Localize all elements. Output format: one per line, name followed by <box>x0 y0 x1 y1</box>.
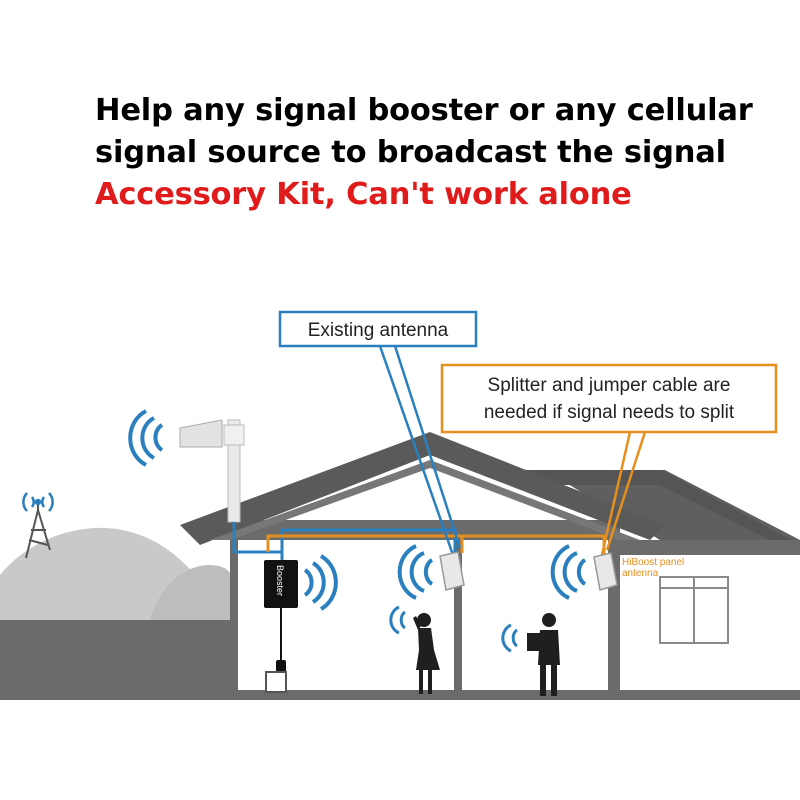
headline-line-3: Accessory Kit, Can't work alone <box>95 177 632 212</box>
callout-leaders <box>378 345 647 556</box>
existing-antenna-callout: Existing antenna <box>278 310 478 348</box>
splitter-callout: Splitter and jumper cable are needed if … <box>440 363 778 434</box>
hills <box>0 527 232 620</box>
booster: Booster <box>264 560 298 693</box>
headline-line-1: Help any signal booster or any cellular <box>95 93 753 128</box>
splitter-callout-line-2: needed if signal needs to split <box>484 402 735 423</box>
man-with-tablet-icon <box>527 613 560 696</box>
booster-label: Booster <box>275 565 285 596</box>
panel-antenna-icon <box>593 552 618 591</box>
headline: Help any signal booster or any cellular … <box>95 90 785 216</box>
cell-tower-icon <box>25 500 51 559</box>
roof <box>180 432 665 545</box>
woman-on-phone-icon <box>413 613 440 694</box>
main-house <box>230 520 620 700</box>
panel-antenna-label-1: HiBoost panel <box>622 557 684 568</box>
tower-signal-icon <box>22 492 54 512</box>
window <box>659 576 729 644</box>
outdoor-antenna <box>179 419 245 523</box>
man-signal-icon <box>501 623 518 653</box>
existing-antenna-callout-text: Existing antenna <box>308 320 449 341</box>
outdoor-antenna-signal-icon <box>128 409 164 467</box>
headline-line-2: signal source to broadcast the signal <box>95 135 726 170</box>
woman-signal-icon <box>389 605 406 635</box>
booster-signal-icon <box>303 554 338 611</box>
panel-antenna-label-2: antenna <box>622 568 659 579</box>
existing-antenna-signal-icon <box>397 544 434 600</box>
splitter-callout-line-1: Splitter and jumper cable are <box>488 375 731 396</box>
existing-antenna-icon <box>439 551 465 591</box>
panel-antenna-signal-icon <box>550 544 587 600</box>
blue-cable <box>232 522 457 563</box>
